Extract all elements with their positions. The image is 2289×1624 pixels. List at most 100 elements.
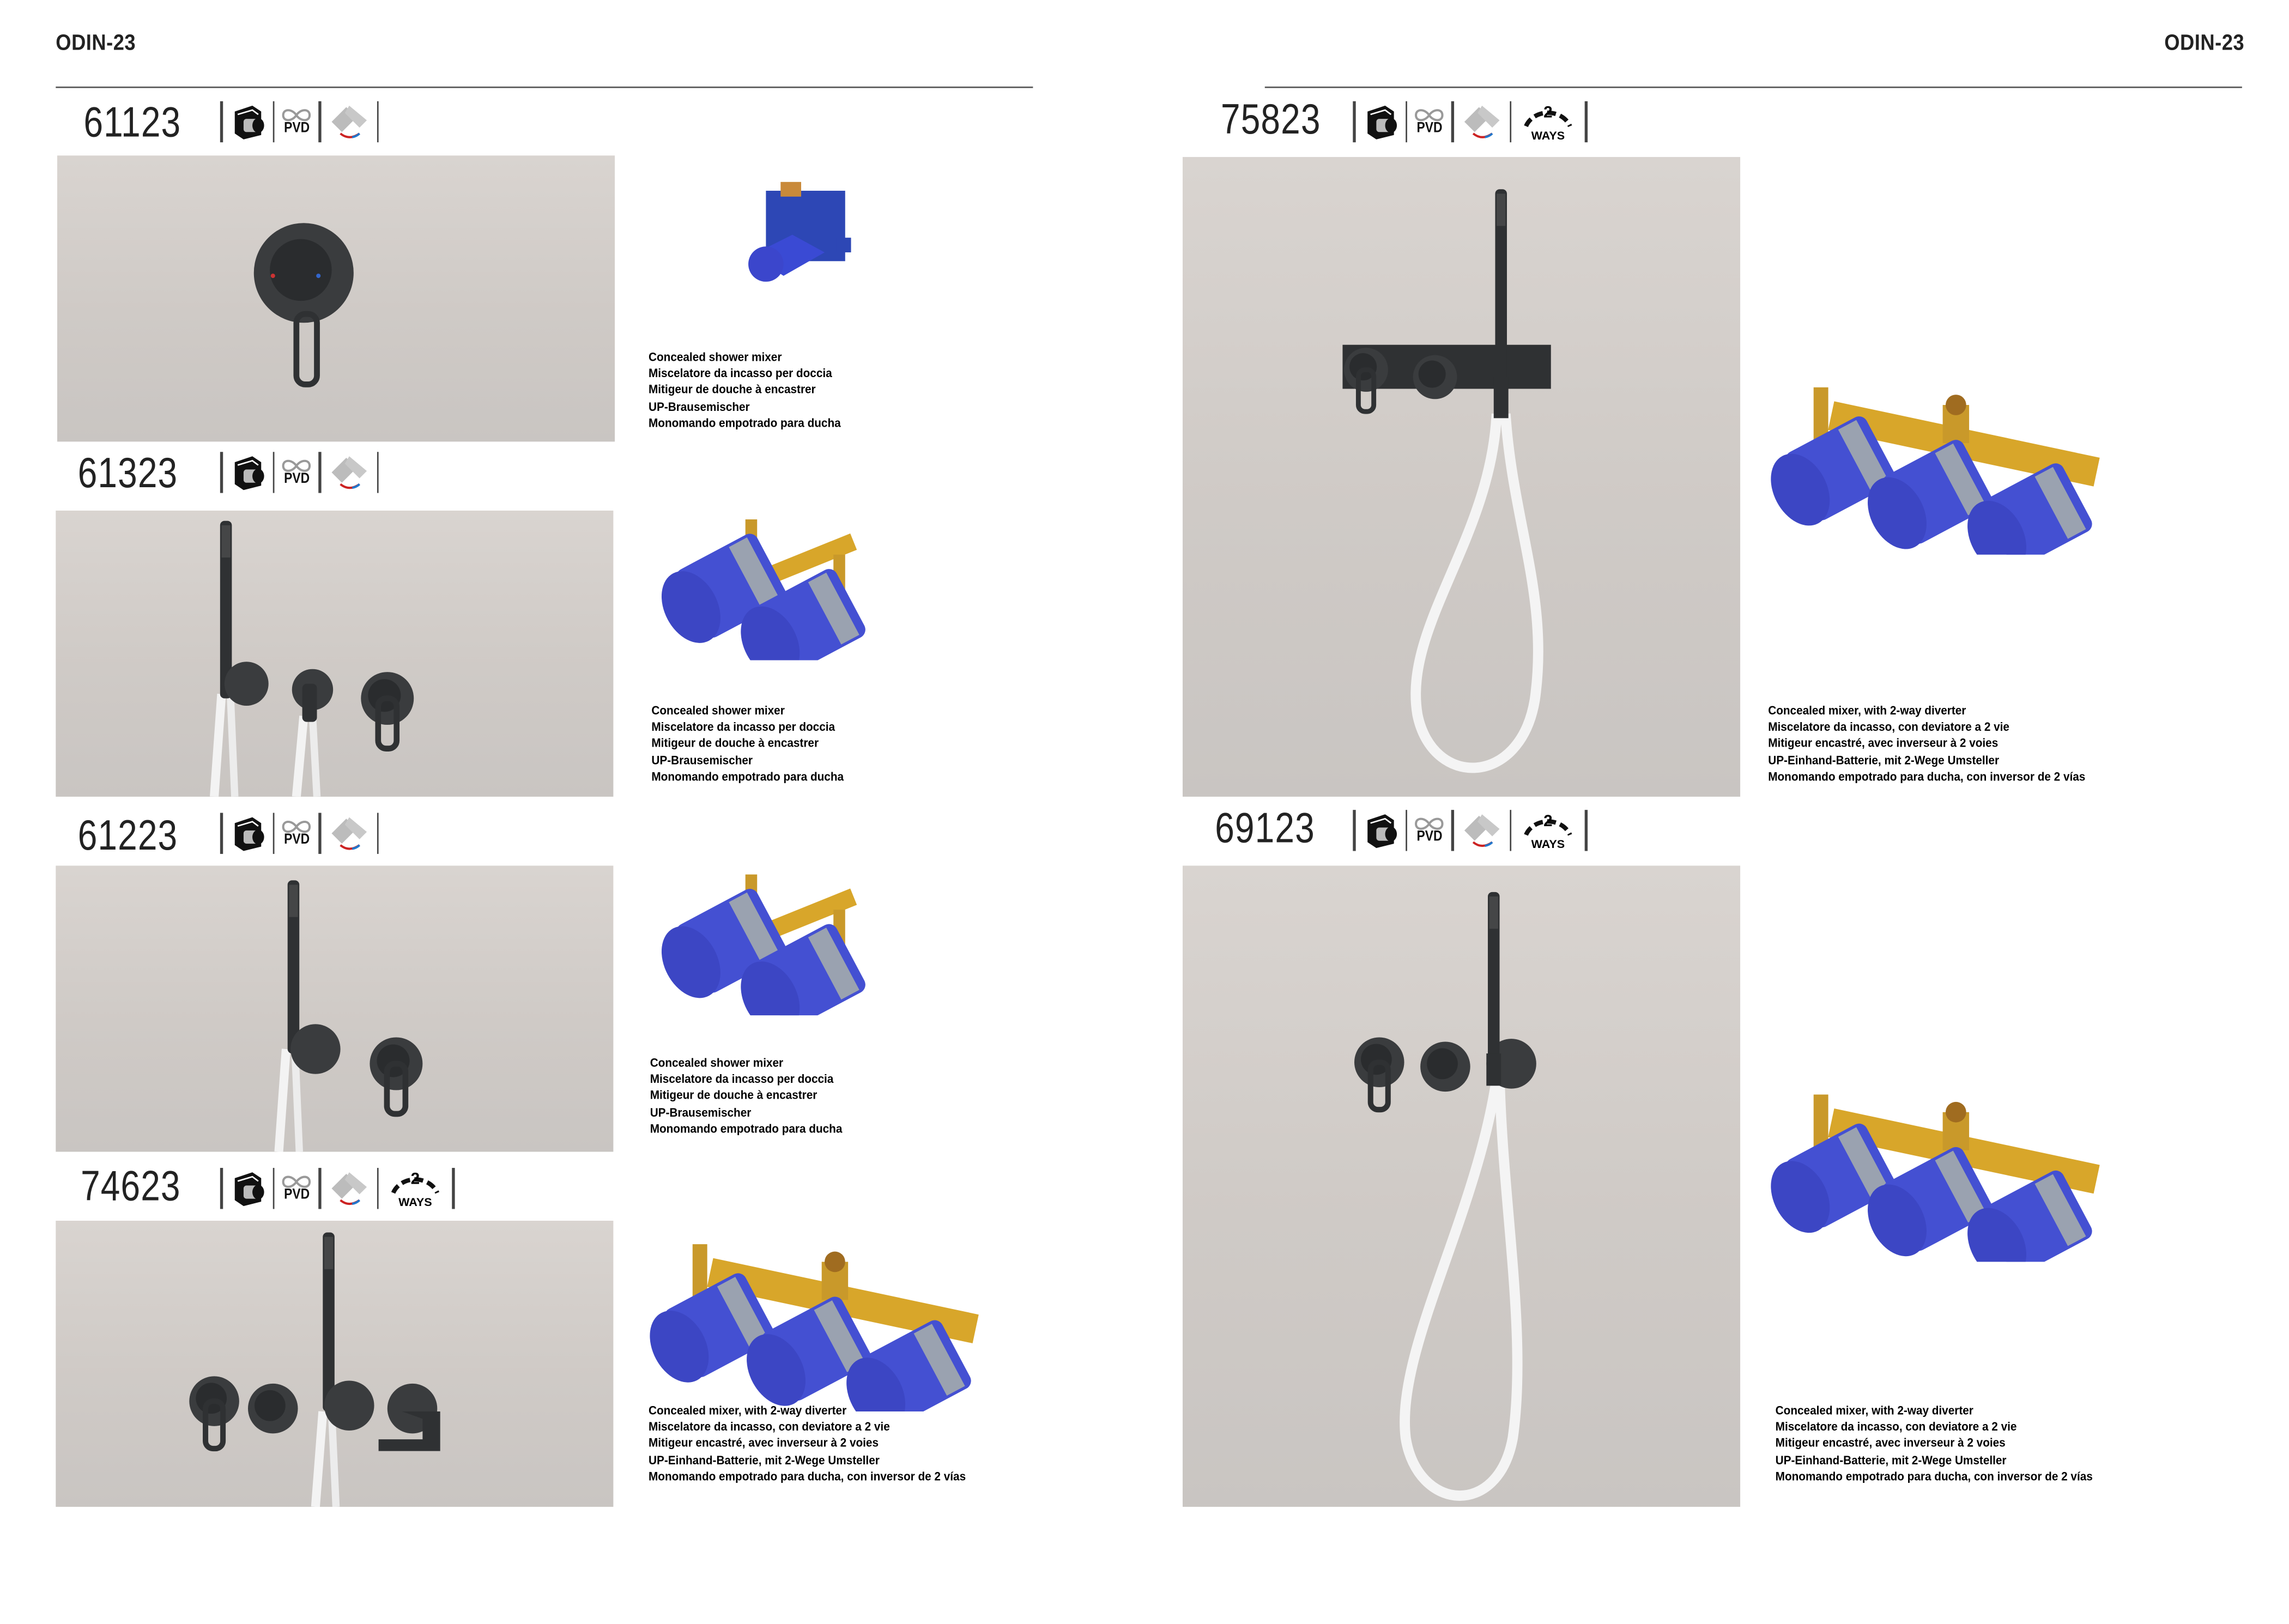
product-photo (1182, 865, 1741, 1507)
description-line: Miscelatore da incasso, con deviatore a … (1768, 719, 2009, 734)
icon-divider (1353, 101, 1355, 143)
brand-title-right: ODIN-23 (2165, 31, 2245, 56)
pvd-icon: PVD (1407, 100, 1451, 144)
valve-two-handle-image (661, 519, 865, 678)
product-code: 74623 (81, 1163, 181, 1211)
description-line: Monomando empotrado para ducha, con inve… (648, 1468, 966, 1483)
icon-divider (1451, 810, 1454, 851)
pvd-icon: PVD (274, 100, 318, 144)
description-line: UP-Einhand-Batterie, mit 2-Wege Umstelle… (648, 1452, 880, 1467)
ways-label: WAYS (398, 1196, 432, 1209)
fixture-illustration (1342, 189, 1551, 773)
product-code: 69123 (1215, 805, 1315, 853)
description-line: Monomando empotrado para ducha, con inve… (1775, 1468, 2093, 1483)
description-line: Monomando empotrado para ducha (648, 415, 841, 430)
header-rule-left (56, 86, 1033, 88)
concealed-valve-image (646, 513, 881, 678)
pvd-label: PVD (283, 832, 310, 849)
ways-label: WAYS (1531, 129, 1565, 143)
pvd-label: PVD (283, 120, 310, 137)
icon-divider (376, 1168, 379, 1209)
icon-divider (1404, 810, 1407, 851)
temperature-lever-icon (1454, 808, 1509, 852)
icon-divider (220, 813, 222, 854)
description-line: Mitigeur de douche à encastrer (650, 1088, 818, 1103)
icon-divider (318, 452, 321, 493)
concealed-valve-image (1770, 379, 2107, 573)
concealed-box-icon (222, 811, 272, 856)
product-code: 61223 (77, 813, 178, 860)
pvd-icon: PVD (274, 1166, 318, 1210)
header-rule-right (1264, 86, 2242, 88)
ways-number: 2 (410, 1171, 420, 1189)
description-line: Monomando empotrado para ducha, con inve… (1768, 768, 2086, 784)
feature-icons: PVD (220, 811, 379, 856)
description-line: Miscelatore da incasso, con deviatore a … (648, 1419, 890, 1434)
concealed-box-icon (222, 100, 272, 144)
pvd-label: PVD (283, 1187, 310, 1203)
temperature-lever-icon (320, 1166, 376, 1210)
description-line: Miscelatore da incasso per doccia (650, 1071, 834, 1086)
description-line: Mitigeur de douche à encastrer (651, 735, 819, 750)
description-line: Monomando empotrado para ducha (650, 1120, 843, 1136)
description-line: Concealed mixer, with 2-way diverter (648, 1402, 847, 1417)
icon-divider (220, 1168, 222, 1209)
description-line: Mitigeur encastré, avec inverseur à 2 vo… (648, 1435, 879, 1451)
icon-divider (220, 101, 222, 143)
description-line: Mitigeur encastré, avec inverseur à 2 vo… (1768, 735, 1999, 750)
valve-box-image (748, 181, 851, 282)
description-line: Monomando empotrado para ducha (651, 768, 844, 784)
description-line: Concealed shower mixer (648, 349, 782, 364)
icon-divider (220, 452, 222, 493)
pvd-icon: PVD (274, 451, 318, 495)
icon-divider (272, 813, 275, 854)
concealed-box-icon (1355, 808, 1405, 852)
valve-three-handle-image (1771, 1094, 2100, 1280)
pvd-icon: PVD (1407, 808, 1451, 852)
fixture-illustration (253, 223, 354, 387)
icon-divider (318, 101, 321, 143)
temperature-lever-icon (320, 451, 376, 495)
product-photo (57, 155, 615, 442)
concealed-box-icon (222, 451, 272, 495)
valve-three-handle-image (1771, 387, 2100, 573)
product-photo (56, 510, 614, 797)
icon-divider (1584, 101, 1587, 143)
icon-divider (1509, 101, 1512, 143)
description-line: UP-Brausemischer (650, 1104, 752, 1119)
description-line: Miscelatore da incasso, con deviatore a … (1775, 1419, 2017, 1434)
brand-title-left: ODIN-23 (56, 31, 136, 56)
valve-three-handle-image (650, 1244, 979, 1429)
description-line: Mitigeur encastré, avec inverseur à 2 vo… (1775, 1435, 2006, 1451)
concealed-box-icon (1355, 100, 1405, 144)
description-line: Concealed shower mixer (650, 1055, 784, 1070)
description-line: Miscelatore da incasso per doccia (648, 365, 832, 380)
icon-divider (272, 1168, 275, 1209)
description-line: UP-Einhand-Batterie, mit 2-Wege Umstelle… (1768, 752, 2000, 767)
pvd-label: PVD (283, 471, 310, 487)
pvd-icon: PVD (274, 811, 318, 856)
feature-icons: PVD (220, 100, 379, 144)
valve-two-handle-image (661, 874, 865, 1033)
product-code: 61123 (83, 100, 181, 147)
ways-number: 2 (1543, 104, 1553, 122)
product-photo (1182, 157, 1741, 797)
description-line: Concealed shower mixer (651, 702, 785, 718)
icon-divider (1509, 810, 1512, 851)
description-line: Concealed mixer, with 2-way diverter (1768, 702, 1966, 718)
concealed-valve-image (1770, 1086, 2107, 1280)
fixture-illustration (189, 1232, 440, 1507)
fixture-illustration (210, 520, 414, 797)
icon-divider (272, 101, 275, 143)
icon-divider (452, 1168, 455, 1209)
temperature-lever-icon (320, 100, 376, 144)
